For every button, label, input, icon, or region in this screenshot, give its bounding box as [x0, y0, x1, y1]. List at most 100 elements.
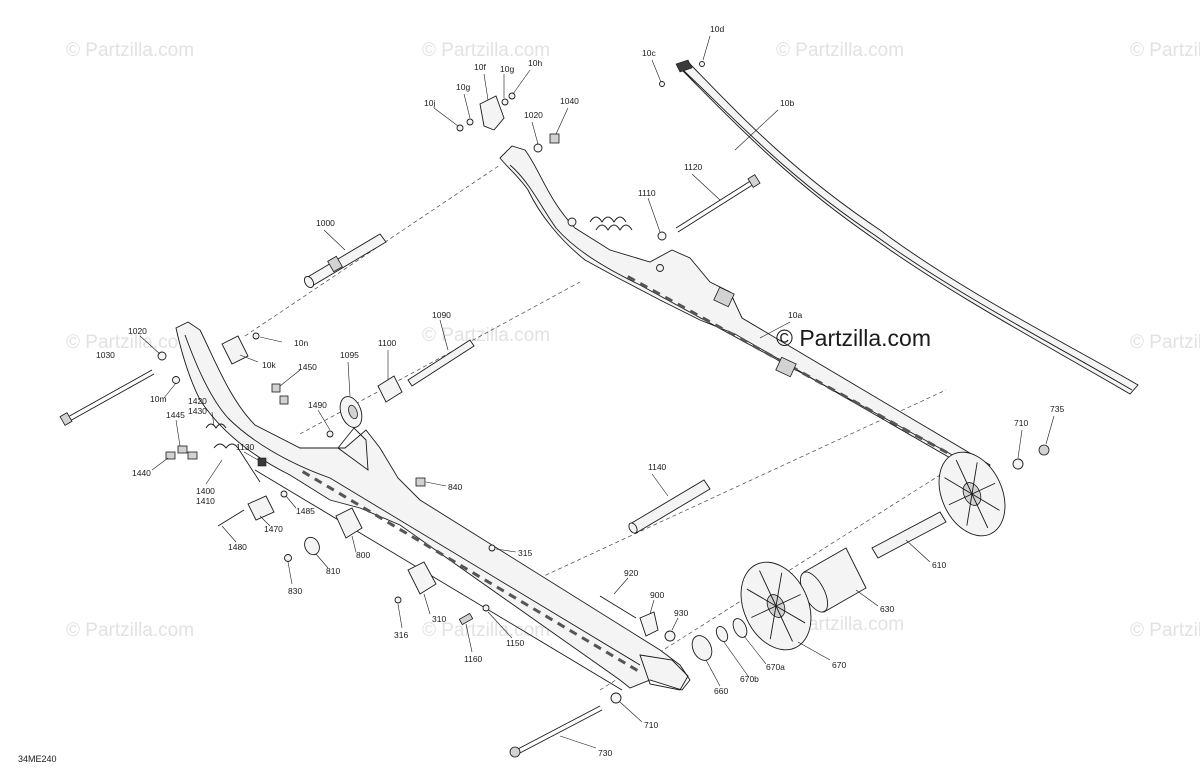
rail-slot [727, 330, 736, 337]
slider-strip [677, 61, 1139, 395]
callout-label: 1095 [340, 350, 359, 360]
hardware [157, 61, 1050, 704]
screw-316 [394, 596, 402, 604]
leader-line [723, 641, 749, 677]
callout-label: 1420 [188, 396, 207, 406]
leader-line [163, 382, 177, 399]
bracket [775, 356, 797, 378]
washer-1150 [482, 604, 490, 612]
rail-slot [617, 657, 626, 665]
bolt-head [656, 264, 664, 272]
leader-line [734, 109, 779, 151]
callout-label: 10f [474, 62, 486, 72]
washer-1110 [657, 231, 667, 241]
rail-slot [484, 578, 493, 586]
wheel-spoke [955, 459, 973, 495]
bolt-1445 [177, 445, 188, 454]
torsion-spring [595, 224, 633, 231]
spring-1400 [213, 443, 261, 483]
rail-slider-10b [675, 59, 1139, 395]
rail-slot [556, 621, 566, 629]
callout-label: 1410 [196, 496, 215, 506]
rail-slot [593, 643, 602, 651]
shaft-collar [327, 255, 343, 273]
leader-line [651, 59, 662, 83]
bolt-1445 [165, 451, 176, 460]
watermark: © Partzilla.com [422, 325, 550, 346]
bolt-1445 [187, 451, 198, 460]
bumper-block-10f [479, 95, 505, 131]
wheel-rear-upper [938, 451, 1006, 537]
callout-label: 10a [788, 310, 802, 320]
rail-inner-edge [184, 334, 641, 666]
callout-label: 670b [740, 674, 759, 684]
rail-end-plate [639, 654, 689, 691]
callout-label: 1100 [378, 338, 397, 348]
callout-label: 1440 [132, 468, 151, 478]
nut-1040 [549, 133, 560, 144]
bolt-1120 [677, 183, 755, 233]
bumper-block-10k [221, 335, 249, 365]
callout-label: 1000 [316, 218, 335, 228]
screw-10n [252, 332, 260, 340]
rail-slot [496, 585, 505, 593]
callout-label: 1130 [236, 442, 255, 452]
callout-label: 10b [780, 98, 794, 108]
slider-tip [675, 59, 693, 73]
callout-label: 1430 [188, 406, 207, 416]
rail-slot [652, 288, 661, 296]
rail-slot [569, 628, 578, 636]
callout-label: 1030 [96, 350, 115, 360]
callout-label: 1480 [228, 542, 247, 552]
rail-slot [314, 477, 323, 485]
leader-line [239, 354, 259, 363]
rail-slot [877, 413, 886, 420]
callout-label: 10j [424, 98, 435, 108]
ring-670a [732, 618, 748, 638]
washer-10g [501, 98, 509, 106]
leader-line [259, 515, 271, 527]
leader-line [531, 121, 539, 145]
axle-610 [871, 511, 947, 559]
leader-line [317, 409, 331, 431]
leader-lines [139, 35, 1055, 749]
rail-slot [889, 419, 898, 427]
rail-bottom-edge [254, 469, 623, 691]
leader-line [671, 617, 679, 631]
rail-slot [814, 378, 823, 386]
callout-label: 10g [456, 82, 470, 92]
washer-10g [466, 118, 474, 126]
bolt-head [567, 217, 577, 227]
callout-label: 1140 [648, 462, 667, 472]
assembly-line [519, 389, 947, 588]
leader-line [555, 107, 569, 135]
shaft-end [303, 275, 315, 289]
callout-label: 1485 [296, 506, 315, 516]
leader-line [205, 459, 223, 485]
leader-line [512, 69, 531, 95]
rail-slot [605, 650, 614, 658]
rail-slot [362, 506, 371, 514]
rail-body [175, 321, 691, 691]
washer-1485 [280, 490, 288, 498]
bolt-1030 [67, 373, 155, 423]
spacer-1100 [377, 375, 403, 403]
leader-line [463, 93, 471, 119]
leader-line [259, 336, 283, 343]
bolt-730-head [509, 746, 521, 758]
callout-label: 316 [394, 630, 408, 640]
rail-slot [689, 309, 698, 317]
wheel-spoke [948, 493, 973, 506]
rail-slot [627, 275, 636, 282]
leader-line [423, 593, 431, 615]
callout-label: 1110 [638, 188, 656, 198]
leader-line [439, 319, 449, 351]
screw-315 [488, 544, 496, 552]
rail-slot [629, 665, 639, 672]
wheel-670 [740, 561, 812, 651]
slide-1470 [247, 495, 275, 521]
leader-line [323, 229, 346, 251]
rail-slot [902, 426, 911, 434]
screw-10d [699, 61, 705, 67]
